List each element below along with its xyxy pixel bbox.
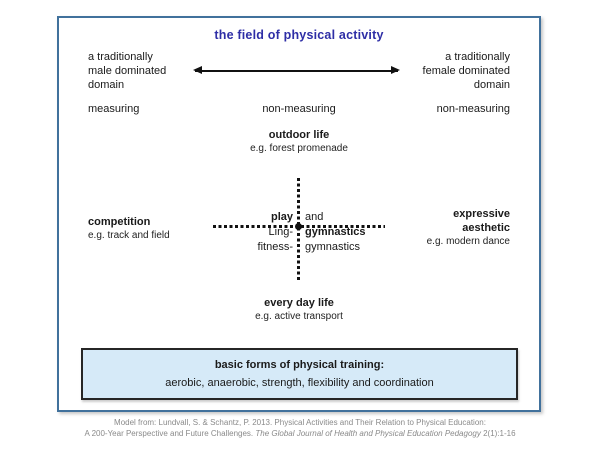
- citation-line2-suffix: 2(1):1-16: [480, 429, 516, 438]
- citation-line2: A 200-Year Perspective and Future Challe…: [0, 428, 600, 439]
- quadrant-right-expressive-aesthetic: expressive aesthetic e.g. modern dance: [427, 207, 510, 248]
- citation-journal-title: The Global Journal of Health and Physica…: [255, 429, 481, 438]
- center-labels-left-column: play Ling- fitness-: [258, 210, 293, 255]
- measuring-label-left: measuring: [88, 103, 140, 115]
- quadrant-left-competition: competition e.g. track and field: [88, 215, 170, 242]
- every-day-life-label: every day life: [264, 297, 334, 309]
- gymnastics-label: gymnastics: [305, 241, 361, 253]
- outdoor-life-label: outdoor life: [268, 129, 330, 141]
- every-day-life-example: e.g. active transport: [255, 311, 343, 322]
- outdoor-life-example: e.g. forest promenade: [250, 143, 348, 154]
- center-labels-right-column: and gymnastics gymnastics: [305, 210, 366, 255]
- training-box-heading: basic forms of physical training:: [214, 359, 385, 371]
- axis-intersection-dot: [295, 223, 302, 230]
- quadrant-bottom-every-day-life: every day life e.g. active transport: [59, 296, 539, 323]
- vertical-dotted-axis: [297, 178, 300, 282]
- measuring-label-right: non-measuring: [436, 103, 510, 115]
- diagram-title: the field of physical activity: [214, 28, 384, 42]
- gymnastics-bold-label: gymnastics: [305, 226, 366, 238]
- citation-line2-prefix: A 200-Year Perspective and Future Challe…: [84, 429, 256, 438]
- training-box-items: aerobic, anaerobic, strength, flexibilit…: [165, 377, 434, 389]
- double-headed-arrow: [193, 67, 400, 73]
- measuring-label-center: non-measuring: [262, 103, 336, 115]
- female-domain-label: a traditionally female dominated domain: [422, 51, 510, 91]
- play-label: play: [270, 211, 293, 223]
- quadrant-top-outdoor-life: outdoor life e.g. forest promenade: [59, 128, 539, 155]
- and-label: and: [305, 211, 324, 223]
- citation-line1: Model from: Lundvall, S. & Schantz, P. 2…: [114, 418, 486, 427]
- male-domain-label: a traditionally male dominated domain: [88, 51, 167, 91]
- ling-label: Ling-: [268, 226, 293, 238]
- basic-training-box: basic forms of physical training: aerobi…: [81, 348, 518, 400]
- diagram-frame: the field of physical activity a traditi…: [57, 16, 541, 412]
- competition-example: e.g. track and field: [88, 230, 170, 241]
- fitness-label: fitness-: [257, 241, 293, 253]
- expressive-aesthetic-example: e.g. modern dance: [426, 236, 510, 247]
- citation: Model from: Lundvall, S. & Schantz, P. 2…: [0, 417, 600, 439]
- expressive-aesthetic-label: expressive aesthetic: [453, 208, 510, 234]
- competition-label: competition: [88, 216, 151, 228]
